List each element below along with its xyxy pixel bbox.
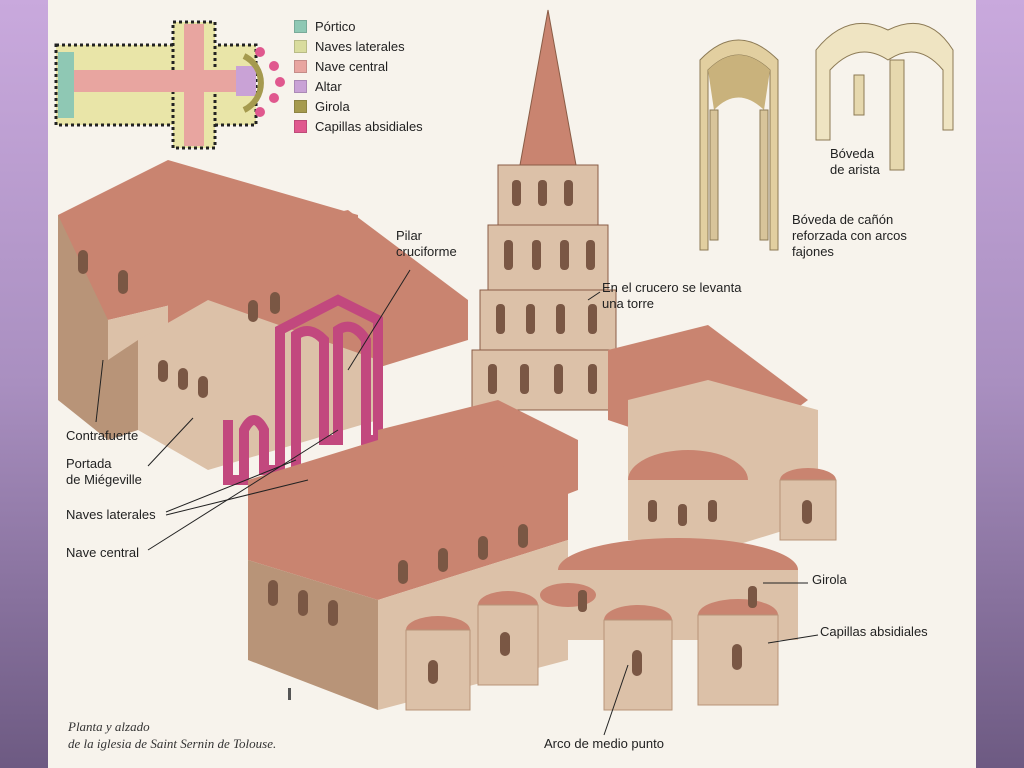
legend-swatch [294, 119, 307, 133]
legend-item-portico: Pórtico [294, 16, 423, 36]
legend-swatch [294, 19, 307, 33]
legend-label: Altar [315, 78, 342, 94]
label-torre: En el crucero se levanta una torre [602, 280, 741, 312]
legend-label: Capillas absidiales [315, 118, 423, 134]
legend-swatch [294, 59, 307, 73]
label-girola: Girola [812, 572, 847, 587]
church-building [58, 9, 837, 711]
label-line: cruciforme [396, 244, 457, 259]
illustration-page: Pórtico Naves laterales Nave central Alt… [48, 0, 976, 768]
legend-swatch [294, 39, 307, 53]
label-nave-central: Nave central [66, 545, 139, 560]
barrel-vault-drawing [699, 39, 779, 251]
legend-label: Nave central [315, 58, 388, 74]
legend-item-altar: Altar [294, 76, 423, 96]
label-line: Pilar [396, 228, 423, 243]
label-line: de arista [830, 162, 880, 177]
label-line: Bóveda de cañón [792, 212, 894, 227]
label-boveda-canon: Bóveda de cañón reforzada con arcos fajo… [792, 212, 907, 260]
floor-plan [54, 20, 285, 150]
label-capillas: Capillas absidiales [820, 624, 928, 639]
label-line: Portada [66, 456, 112, 471]
label-portada: Portada de Miégeville [66, 456, 142, 488]
color-legend: Pórtico Naves laterales Nave central Alt… [294, 16, 423, 136]
caption-line: de la iglesia de Saint Sernin de Tolouse… [68, 736, 277, 751]
label-arco: Arco de medio punto [544, 736, 664, 751]
legend-swatch [294, 99, 307, 113]
label-line: de Miégeville [66, 472, 142, 487]
figure-caption: Planta y alzado de la iglesia de Saint S… [68, 718, 276, 752]
label-contrafuerte: Contrafuerte [66, 428, 139, 443]
church-illustration [54, 9, 954, 736]
legend-label: Naves laterales [315, 38, 405, 54]
legend-item-girola: Girola [294, 96, 423, 116]
groin-vault-drawing [815, 22, 954, 171]
label-naves-laterales: Naves laterales [66, 507, 156, 522]
legend-swatch [294, 79, 307, 93]
label-line: una torre [602, 296, 655, 311]
legend-item-nave-central: Nave central [294, 56, 423, 76]
legend-item-naves-laterales: Naves laterales [294, 36, 423, 56]
legend-label: Pórtico [315, 18, 356, 34]
label-boveda-arista: Bóveda de arista [830, 146, 880, 178]
label-line: Bóveda [830, 146, 875, 161]
legend-label: Girola [315, 98, 350, 114]
label-pilar: Pilar cruciforme [396, 228, 457, 260]
label-line: En el crucero se levanta [602, 280, 742, 295]
leader-lines [95, 269, 819, 736]
label-line: fajones [792, 244, 834, 259]
label-line: reforzada con arcos [792, 228, 907, 243]
caption-line: Planta y alzado [68, 719, 150, 734]
legend-item-capillas: Capillas absidiales [294, 116, 423, 136]
